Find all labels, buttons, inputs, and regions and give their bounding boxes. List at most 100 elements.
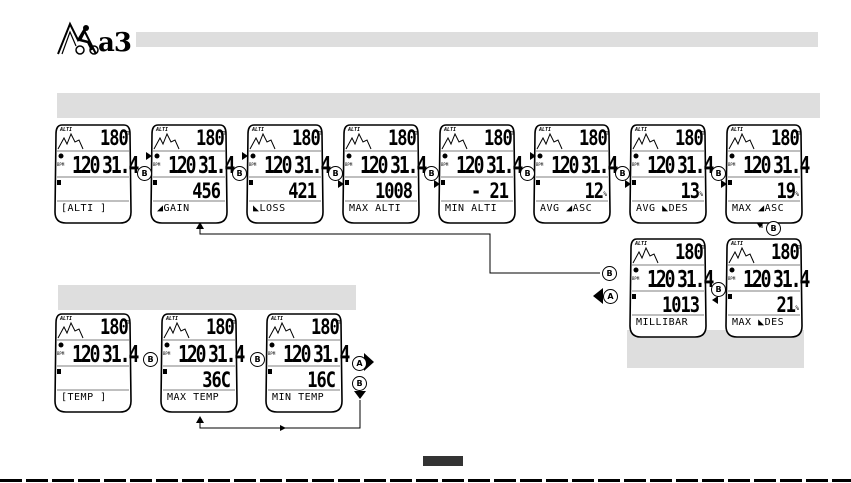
button-b[interactable]: B xyxy=(424,166,439,181)
alti-small-label: ALTI xyxy=(156,127,169,133)
altitude-value: 180 xyxy=(484,126,513,151)
alti-small-label: ALTI xyxy=(166,316,179,322)
button-a[interactable]: A xyxy=(352,356,367,371)
alti-small-label: ALTI xyxy=(60,316,73,322)
brand-logo: a3 xyxy=(56,20,136,60)
button-b[interactable]: B xyxy=(137,166,152,181)
lcd-frame xyxy=(725,238,803,338)
altitude-value: 180 xyxy=(771,126,800,151)
lcd-frame xyxy=(246,124,324,224)
function-value: 16C xyxy=(307,368,336,393)
speed-value: 31.4 xyxy=(677,152,714,180)
altitude-value: 180 xyxy=(675,126,704,151)
altitude-value: 180 xyxy=(196,126,225,151)
arrow-right-icon xyxy=(338,180,344,188)
bpm-label: BPM xyxy=(728,162,736,167)
footer-dashed-line xyxy=(0,479,851,482)
alti-small-label: ALTI xyxy=(444,127,457,133)
bpm-label: BPM xyxy=(345,162,353,167)
lcd-frame xyxy=(54,124,132,224)
heart-rate-value: 120 xyxy=(647,266,675,294)
function-value: 456 xyxy=(192,179,221,204)
button-b[interactable]: B xyxy=(711,282,726,297)
altitude-value: 180 xyxy=(388,126,417,151)
lcd-frame xyxy=(629,238,707,338)
alti-small-label: ALTI xyxy=(731,127,744,133)
function-label: MAX TEMP xyxy=(167,392,220,403)
function-value: 12 xyxy=(584,179,605,204)
altitude-unit: m xyxy=(232,318,237,326)
bpm-label: BPM xyxy=(153,162,161,167)
function-label: [ALTI ] xyxy=(61,203,107,214)
bpm-label: BPM xyxy=(57,351,65,356)
bpm-label: BPM xyxy=(268,351,276,356)
heart-rate-value: 120 xyxy=(360,152,388,180)
function-label: [TEMP ] xyxy=(61,392,107,403)
function-label: MAX ◢ASC xyxy=(732,203,785,214)
button-b[interactable]: B xyxy=(232,166,247,181)
button-b[interactable]: B xyxy=(143,352,158,367)
lcd-frame xyxy=(533,124,611,224)
function-unit: % xyxy=(795,305,799,312)
button-b[interactable]: B xyxy=(711,166,726,181)
function-value: 19 xyxy=(776,179,797,204)
speed-value: 31.4 xyxy=(102,341,139,369)
button-b[interactable]: B xyxy=(250,352,265,367)
altitude-value: 180 xyxy=(771,240,800,265)
arrow-right-icon xyxy=(721,180,727,188)
function-label: MIN ALTI xyxy=(445,203,498,214)
button-b[interactable]: B xyxy=(766,221,781,236)
alti-small-label: ALTI xyxy=(731,241,744,247)
lcd-frame xyxy=(725,124,803,224)
function-label: MAX ◣DES xyxy=(732,317,785,328)
heart-rate-value: 120 xyxy=(72,341,100,369)
button-b[interactable]: B xyxy=(615,166,630,181)
alti-small-label: ALTI xyxy=(252,127,265,133)
heart-rate-value: 120 xyxy=(743,152,771,180)
lcd-frame xyxy=(160,313,238,413)
button-b[interactable]: B xyxy=(520,166,535,181)
button-b[interactable]: B xyxy=(352,376,367,391)
function-label: ◣LOSS xyxy=(253,203,286,214)
altitude-unit: m xyxy=(318,129,323,137)
speed-value: 31.4 xyxy=(313,341,350,369)
function-label: AVG ◣DES xyxy=(636,203,689,214)
altitude-unit: m xyxy=(414,129,419,137)
altitude-value: 180 xyxy=(100,315,129,340)
bpm-label: BPM xyxy=(249,162,257,167)
function-value: 421 xyxy=(288,179,317,204)
lcd-frame xyxy=(342,124,420,224)
function-value: 1008 xyxy=(375,179,413,204)
altitude-unit: m xyxy=(605,129,610,137)
altitude-value: 180 xyxy=(206,315,235,340)
bpm-label: BPM xyxy=(57,162,65,167)
bpm-label: BPM xyxy=(632,276,640,281)
speed-value: 31.4 xyxy=(208,341,245,369)
function-label: MAX ALTI xyxy=(349,203,402,214)
arrow-right-icon xyxy=(530,152,536,160)
function-label: MIN TEMP xyxy=(272,392,325,403)
function-unit: % xyxy=(795,191,799,198)
button-b[interactable]: B xyxy=(328,166,343,181)
button-b[interactable]: B xyxy=(602,266,617,281)
temperature-section-bar xyxy=(58,285,356,310)
lcd-frame xyxy=(629,124,707,224)
altitude-section-bar xyxy=(57,93,820,118)
arrow-left-icon xyxy=(712,296,718,304)
cyclist-icon xyxy=(57,21,99,55)
altitude-unit: m xyxy=(126,129,131,137)
function-value: 13 xyxy=(680,179,701,204)
function-label: MILLIBAR xyxy=(636,317,689,328)
button-a[interactable]: A xyxy=(603,289,618,304)
bpm-label: BPM xyxy=(441,162,449,167)
function-unit: % xyxy=(699,191,703,198)
speed-value: 31.4 xyxy=(390,152,427,180)
